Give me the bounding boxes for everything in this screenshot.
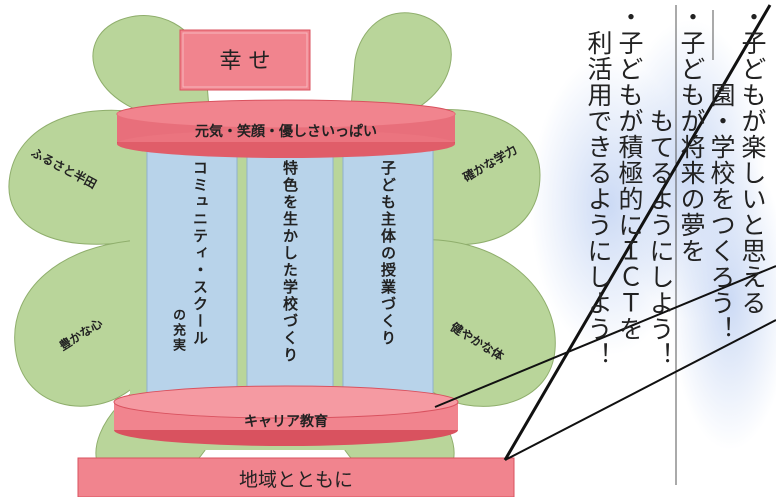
happiness-banner: 幸 せ xyxy=(179,29,311,91)
leaf-top-right xyxy=(349,12,452,121)
speech-pointers xyxy=(434,4,776,461)
top-banner-text: 幸 せ xyxy=(220,49,271,74)
pillar-1-sub: の充実 xyxy=(170,308,185,353)
top-ring: 元気・笑顔・優しさいっぱい xyxy=(116,99,456,158)
pillar-1-main: コミュニティ・スクール xyxy=(191,160,209,347)
slogan-2: ・子どもが将来の夢を もてるようにしよう！ xyxy=(646,4,706,368)
base-banner: 地域とともに xyxy=(77,457,515,498)
slogan-glow xyxy=(530,20,776,450)
leaf-lower-left xyxy=(14,239,151,407)
pillar-1-label: コミュニティ・スクール xyxy=(190,160,211,400)
leaf-lower-right xyxy=(399,239,556,407)
pillar-3-label: 子ども主体の授業づくり xyxy=(379,160,397,347)
top-ring-text: 元気・笑顔・優しさいっぱい xyxy=(195,123,377,140)
pillar-2 xyxy=(246,139,334,411)
bottom-ring: キャリア教育 xyxy=(113,385,459,446)
pillar-2-label: 特色を生かした学校づくり xyxy=(281,160,299,364)
pillar-3 xyxy=(342,139,434,411)
slogan-1: ・子どもが楽しいと思える 園・学校をつくろう！ xyxy=(707,4,767,342)
bottom-ring-text: キャリア教育 xyxy=(244,413,328,430)
base-text: 地域とともに xyxy=(239,469,353,491)
slogan-3: ・子どもが積極的にＩＣＴを 利活用できるようにしよう！ xyxy=(584,4,644,368)
